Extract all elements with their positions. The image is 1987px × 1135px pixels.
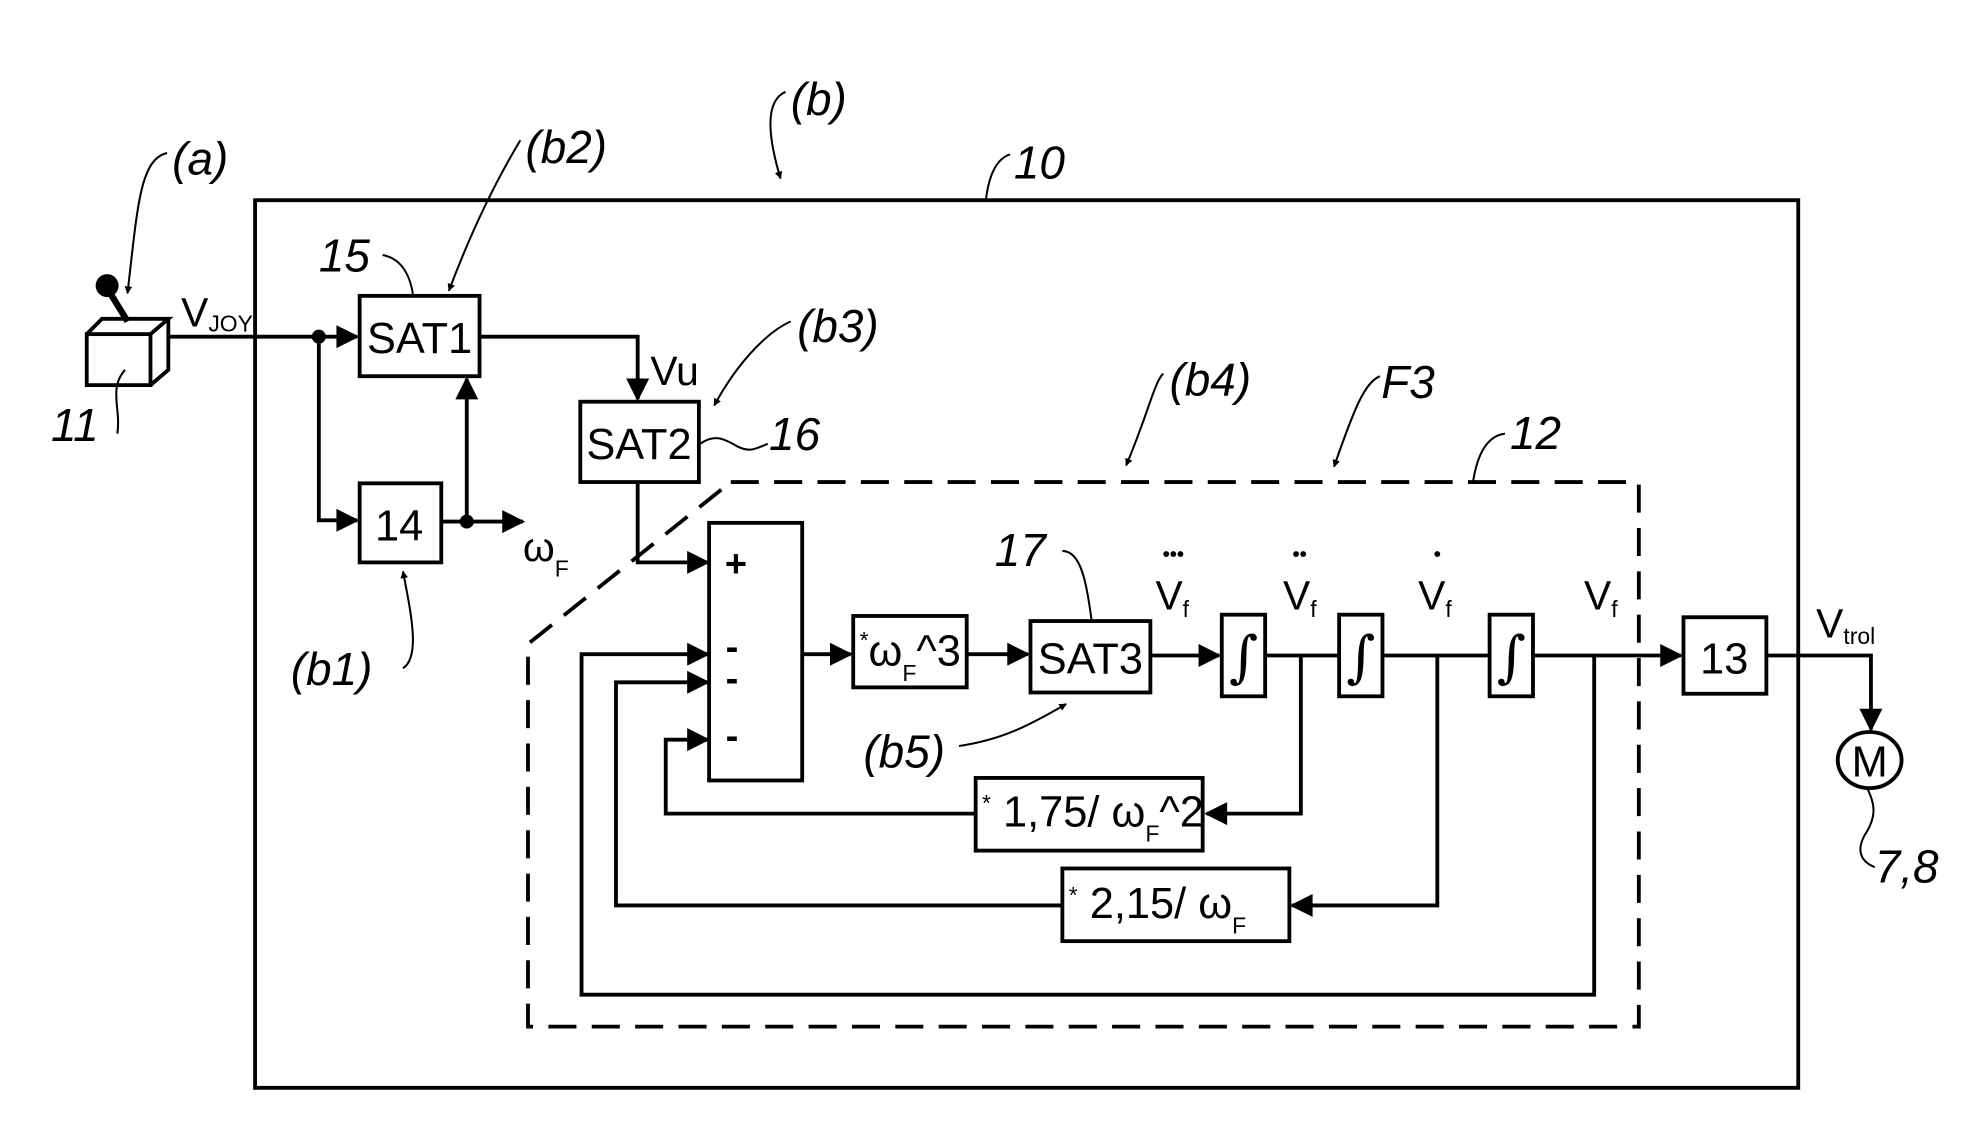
ref-12-leader	[1472, 432, 1506, 483]
dots-triple-label: •••	[1163, 544, 1184, 566]
signal-vf-jerk-label: Vf	[1155, 573, 1189, 623]
integrator-2-symbol: ∫	[1346, 625, 1375, 690]
signal-vf-dot-label: Vf	[1418, 573, 1452, 623]
ref-label-78: 7,8	[1875, 840, 1939, 892]
ref-label-10: 10	[1014, 137, 1066, 189]
gain-215-label: * 2,15/ ωF	[1069, 880, 1246, 938]
gain-omega-cubed-label: *ωF^3	[860, 627, 961, 686]
ref-78-leader	[1859, 787, 1876, 869]
ref-label-15: 15	[319, 230, 371, 282]
sat2-block	[578, 399, 701, 484]
fb-dot-wire	[1289, 655, 1440, 917]
sum-minus-sign-1: -	[726, 625, 739, 668]
gain-omega-cubed-block	[851, 614, 969, 690]
sat3-label: SAT3	[1038, 635, 1143, 683]
ref-b3-leader	[713, 320, 792, 407]
sum-plus-sign: +	[725, 542, 747, 585]
signal-vu-label: Vu	[650, 348, 698, 394]
ref-label-12: 12	[1510, 407, 1561, 459]
sat2-label: SAT2	[586, 421, 691, 469]
signal-omega-label: ωF	[523, 524, 569, 581]
ref-b5-leader	[958, 703, 1067, 748]
integrator-1-block	[1219, 612, 1268, 699]
signal-vtrol-label: Vtrol	[1816, 601, 1875, 649]
ref-11-leader	[115, 369, 126, 434]
ref-a-leader	[124, 152, 168, 295]
ref-b-leader	[769, 90, 787, 180]
sat2-to-sum-wire	[635, 482, 711, 574]
sat1-label: SAT1	[367, 315, 472, 363]
ref-label-b2: (b2)	[525, 121, 607, 173]
ref-label-16: 16	[769, 408, 821, 460]
ref-label-a: (a)	[172, 133, 228, 185]
integrator-3-symbol: ∫	[1497, 625, 1526, 690]
sum-minus-sign-2: -	[726, 657, 739, 700]
ref-label-f3: F3	[1381, 356, 1435, 408]
ref-16-leader	[699, 437, 769, 451]
vjoy-to-14-wire	[316, 336, 360, 532]
motor-label: M	[1852, 739, 1888, 787]
signal-vf-accel-label: Vf	[1283, 573, 1317, 623]
ref-label-b1: (b1)	[291, 643, 373, 695]
ref-label-b5: (b5)	[863, 726, 945, 778]
fb-215-to-sum-wire	[614, 670, 1063, 908]
ref-label-b: (b)	[791, 73, 847, 125]
dots-double-label: ••	[1292, 544, 1306, 566]
ref-label-17: 17	[995, 524, 1048, 576]
ref-15-leader	[382, 254, 415, 297]
ref-label-11: 11	[51, 399, 99, 451]
fb-accel-wire	[1204, 655, 1303, 826]
gain-215-block	[1060, 866, 1292, 944]
summer-block	[707, 520, 805, 783]
motor-icon	[1835, 730, 1904, 791]
fb-175-to-sum-wire	[663, 728, 976, 816]
ref-b1-leader	[400, 570, 414, 670]
ref-label-b3: (b3)	[797, 300, 879, 352]
filter-14-label: 14	[375, 503, 423, 551]
dots-single-label: •	[1434, 544, 1441, 566]
ref-10-leader	[984, 153, 1011, 201]
sat1-to-sat2-wire	[479, 334, 650, 402]
integrator-1-symbol: ∫	[1229, 625, 1258, 690]
ref-b2-leader	[447, 139, 522, 292]
ref-17-leader	[1062, 549, 1093, 622]
vtrol-to-motor-wire	[1766, 653, 1883, 732]
ref-f3-leader	[1332, 375, 1381, 468]
gain-175-label: * 1,75/ ωF^2	[982, 788, 1204, 846]
filter-region-12-dashed	[526, 480, 1641, 1029]
integrator-3-block	[1487, 612, 1535, 699]
signal-vf-label: Vf	[1584, 573, 1618, 623]
sum-minus-sign-3: -	[726, 715, 739, 758]
ref-label-b4: (b4)	[1169, 353, 1251, 405]
ref-b4-leader	[1125, 372, 1164, 467]
fb-vf-to-sum-wire	[579, 642, 1597, 997]
gain-175-block	[973, 776, 1205, 853]
block-13-label: 13	[1700, 635, 1748, 683]
signal-vjoy-label: VJOY	[181, 289, 253, 336]
system-box-10	[253, 198, 1801, 1090]
